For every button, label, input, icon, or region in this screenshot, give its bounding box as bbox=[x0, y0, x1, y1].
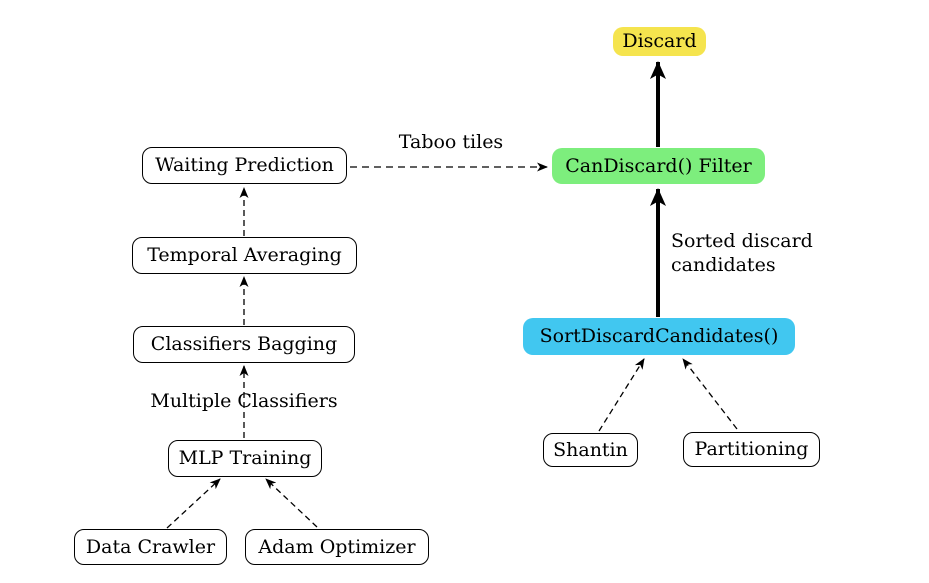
edge-adamoptimizer-to-mlptraining bbox=[265, 478, 318, 528]
node-data-crawler: Data Crawler bbox=[74, 529, 227, 565]
edge-label-sorted-discard-line2: candidates bbox=[671, 254, 776, 276]
node-can-discard-filter: CanDiscard() Filter bbox=[552, 148, 765, 184]
edge-shantin-to-sortdiscard bbox=[598, 358, 645, 432]
node-discard: Discard bbox=[613, 27, 706, 56]
edge-label-taboo-tiles: Taboo tiles bbox=[398, 131, 504, 153]
node-sort-discard-candidates: SortDiscardCandidates() bbox=[523, 318, 795, 355]
node-mlp-training: MLP Training bbox=[168, 440, 322, 477]
edge-label-multiple-classifiers: Multiple Classifiers bbox=[150, 390, 338, 412]
edge-label-sorted-discard-candidates: Sorted discard candidates bbox=[671, 229, 841, 277]
node-temporal-averaging: Temporal Averaging bbox=[132, 237, 357, 274]
node-partitioning: Partitioning bbox=[683, 432, 820, 467]
node-waiting-prediction: Waiting Prediction bbox=[142, 147, 347, 184]
node-adam-optimizer: Adam Optimizer bbox=[245, 529, 429, 565]
edge-datacrawler-to-mlptraining bbox=[166, 478, 221, 529]
edge-label-sorted-discard-line1: Sorted discard bbox=[671, 230, 813, 252]
edge-partitioning-to-sortdiscard bbox=[682, 358, 738, 430]
node-classifiers-bagging: Classifiers Bagging bbox=[133, 326, 355, 363]
node-shantin: Shantin bbox=[543, 433, 638, 467]
